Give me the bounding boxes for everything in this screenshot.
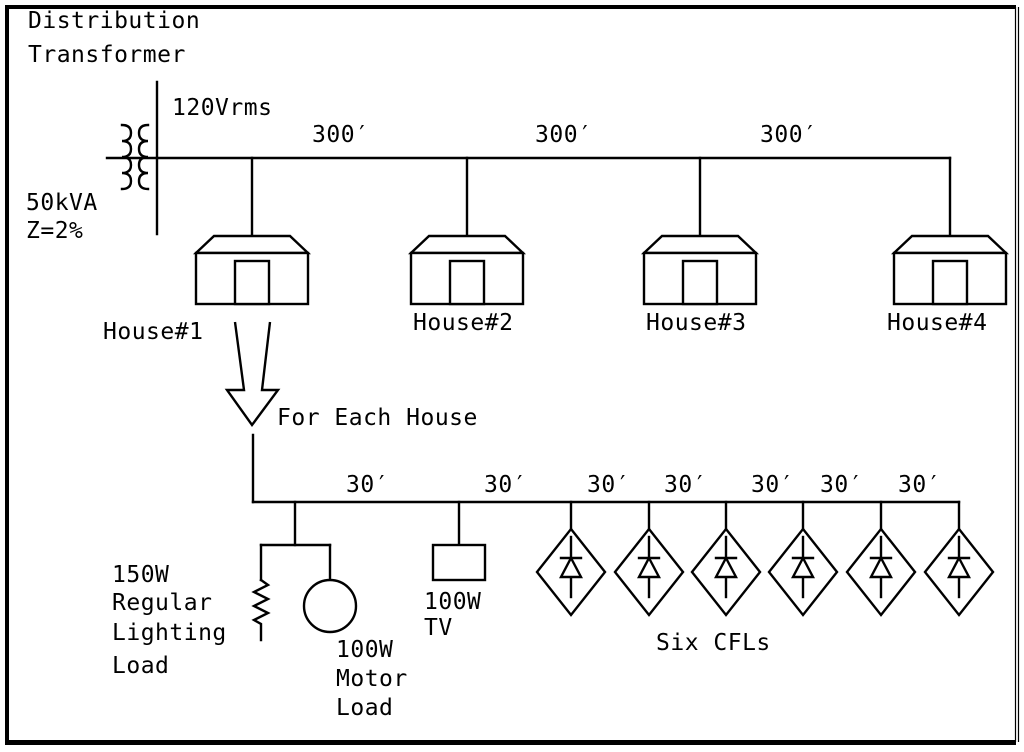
transformer-title-line2: Transformer [28,42,186,68]
for-each-house-label: For Each House [277,405,478,431]
tv-load-label: 100W [424,589,481,615]
branch-segment-label: 30′ [751,472,794,498]
cfl-diode-icon [613,500,685,617]
feeder-line [155,156,952,238]
transformer-title-line1: Distribution [28,8,200,34]
branch-segment-label: 30′ [898,472,941,498]
house-icon [407,234,527,306]
cfl-diode-icon [767,500,839,617]
transformer-coil-icon [105,80,159,236]
feeder-segment-label: 300′ [535,122,592,148]
transformer-rating: 50kVA [26,190,98,216]
houses-group [192,234,1010,306]
motor-circle-icon [302,543,358,634]
box-load-icon [431,543,487,582]
branch-segment-label: 30′ [484,472,527,498]
cfl-diode-icon [535,500,607,617]
house-label: House#2 [413,310,513,336]
tv-load-label: TV [424,615,453,641]
cfl-diode-icon [690,500,762,617]
down-arrow-icon [224,321,281,428]
branch-line [251,433,961,547]
lighting-load-label: Regular [112,590,212,616]
branch-segment-label: 30′ [587,472,630,498]
motor-load-label: 100W [336,637,393,663]
feeder-segment-label: 300′ [312,122,369,148]
motor-load-label: Motor [336,666,408,692]
cfl-diode-icon [845,500,917,617]
diagram-border [5,5,1020,745]
lighting-load-label: Load [112,653,169,679]
house-icon [192,234,312,306]
transformer-voltage: 120Vrms [172,95,272,121]
transformer-impedance: Z=2% [26,218,83,244]
lighting-load-label: 150W [112,562,169,588]
house-label: House#1 [103,319,203,345]
feeder-segment-label: 300′ [760,122,817,148]
resistor-icon [251,543,271,642]
branch-segment-label: 30′ [346,472,389,498]
motor-load-label: Load [336,695,393,721]
house-icon [640,234,760,306]
branch-segment-label: 30′ [664,472,707,498]
branch-segment-label: 30′ [820,472,863,498]
cfl-label: Six CFLs [656,630,771,656]
house-label: House#4 [887,310,987,336]
house-icon [890,234,1010,306]
cfl-group [535,500,995,617]
lighting-load-label: Lighting [112,620,227,646]
house-label: House#3 [646,310,746,336]
cfl-diode-icon [923,500,995,617]
